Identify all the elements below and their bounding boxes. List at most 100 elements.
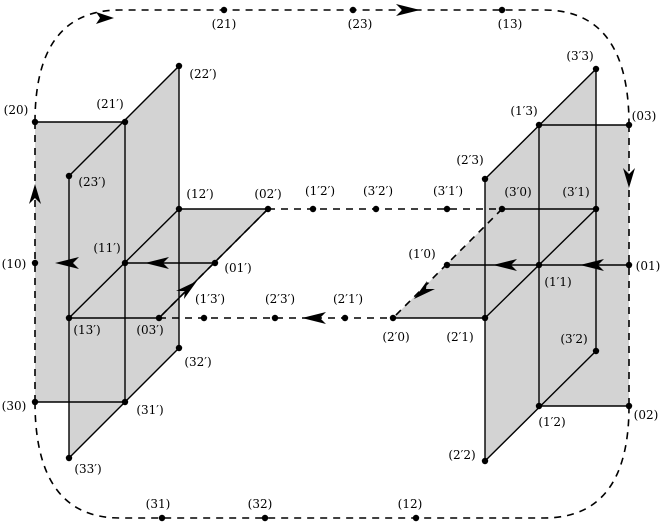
label-3p2: (3′2) xyxy=(560,332,587,346)
arrow-right-diagonal xyxy=(414,281,435,299)
label-2p1p: (2′1′) xyxy=(333,292,363,306)
label-1p2p: (1′2′) xyxy=(305,184,335,198)
node-01 xyxy=(625,261,633,269)
label-02p: (02′) xyxy=(254,187,281,201)
node-12p xyxy=(175,205,183,213)
node-20 xyxy=(31,118,39,126)
direction-arrows xyxy=(29,4,635,324)
node-3p2 xyxy=(592,347,600,355)
label-11p: (11′) xyxy=(93,241,120,255)
node-21p xyxy=(121,118,129,126)
label-32: (32) xyxy=(248,497,273,511)
node-23 xyxy=(349,6,357,14)
node-2p0 xyxy=(389,314,397,322)
node-11p xyxy=(121,259,129,267)
label-2p3p: (2′3′) xyxy=(265,292,295,306)
right-horizontal-plane xyxy=(393,209,596,318)
node-13p xyxy=(65,314,73,322)
node-3p1p xyxy=(443,205,451,213)
outer-loop-top xyxy=(34,9,630,126)
arrow-lower-bridge xyxy=(302,312,326,324)
node-1p3 xyxy=(535,121,543,129)
label-2p1: (2′1) xyxy=(446,330,473,344)
node-30 xyxy=(31,398,39,406)
label-33p: (33′) xyxy=(74,462,101,476)
label-13: (13) xyxy=(498,17,523,31)
label-22p: (22′) xyxy=(189,67,216,81)
nodes xyxy=(31,6,633,522)
label-1p1: (1′1) xyxy=(544,275,571,289)
label-1p3p: (1′3′) xyxy=(195,292,225,306)
label-20: (20) xyxy=(4,103,29,117)
label-01: (01) xyxy=(636,259,661,273)
label-21p: (21′) xyxy=(96,97,123,111)
node-32 xyxy=(261,514,269,522)
node-3p0 xyxy=(498,205,506,213)
arrow-top-1 xyxy=(96,12,114,24)
node-01p xyxy=(211,259,219,267)
label-10: (10) xyxy=(2,257,27,271)
label-03: (03) xyxy=(632,109,657,123)
label-3p1p: (3′1′) xyxy=(433,184,463,198)
node-3p2p xyxy=(372,205,380,213)
node-22p xyxy=(175,62,183,70)
node-31 xyxy=(158,514,166,522)
node-3p1 xyxy=(592,205,600,213)
node-03p xyxy=(155,314,163,322)
label-1p3: (1′3) xyxy=(510,104,537,118)
arrow-left-diagonal xyxy=(176,281,197,299)
label-23p: (23′) xyxy=(78,175,105,189)
node-2p3p xyxy=(271,314,279,322)
label-2p3: (2′3) xyxy=(456,153,483,167)
label-3p2p: (3′2′) xyxy=(363,184,393,198)
node-labels: (21) (23) (13) (20) (10) (30) (03) (01) … xyxy=(2,17,661,511)
label-12p: (12′) xyxy=(186,187,213,201)
label-3p1: (3′1) xyxy=(562,185,589,199)
node-21 xyxy=(220,6,228,14)
node-03 xyxy=(625,121,633,129)
label-23: (23) xyxy=(348,17,373,31)
node-2p1p xyxy=(341,314,349,322)
label-31p: (31′) xyxy=(136,403,163,417)
label-02: (02) xyxy=(634,408,659,422)
node-2p2 xyxy=(481,457,489,465)
node-12 xyxy=(412,514,420,522)
node-23p xyxy=(65,172,73,180)
label-2p2: (2′2) xyxy=(448,448,475,462)
arrow-left-side xyxy=(29,184,41,204)
label-2p0: (2′0) xyxy=(382,330,409,344)
node-2p1 xyxy=(481,314,489,322)
label-12: (12) xyxy=(398,497,423,511)
arrow-top-2 xyxy=(396,4,420,16)
arrow-right-side xyxy=(623,168,635,188)
label-32p: (32′) xyxy=(184,355,211,369)
node-02p xyxy=(264,205,272,213)
node-33p xyxy=(65,454,73,462)
node-10 xyxy=(31,259,39,267)
label-1p2: (1′2) xyxy=(538,415,565,429)
label-30: (30) xyxy=(2,399,27,413)
node-1p2p xyxy=(309,205,317,213)
arrow-right-middle xyxy=(580,259,604,271)
node-1p0 xyxy=(443,261,451,269)
node-2p3 xyxy=(481,175,489,183)
node-31p xyxy=(121,398,129,406)
label-3p3: (3′3) xyxy=(566,49,593,63)
label-13p: (13′) xyxy=(73,323,100,337)
node-1p1 xyxy=(535,261,543,269)
label-01p: (01′) xyxy=(224,261,251,275)
label-3p0: (3′0) xyxy=(504,185,531,199)
arrow-right-inner xyxy=(493,259,517,271)
label-21: (21) xyxy=(212,17,237,31)
arrow-left-inner xyxy=(145,257,169,269)
node-32p xyxy=(175,344,183,352)
arrow-left-middle xyxy=(55,257,79,269)
node-02 xyxy=(625,402,633,410)
node-3p3 xyxy=(592,65,600,73)
label-03p: (03′) xyxy=(136,323,163,337)
node-1p3p xyxy=(200,314,208,322)
node-13 xyxy=(498,6,506,14)
label-1p0: (1′0) xyxy=(408,247,435,261)
node-1p2 xyxy=(535,402,543,410)
